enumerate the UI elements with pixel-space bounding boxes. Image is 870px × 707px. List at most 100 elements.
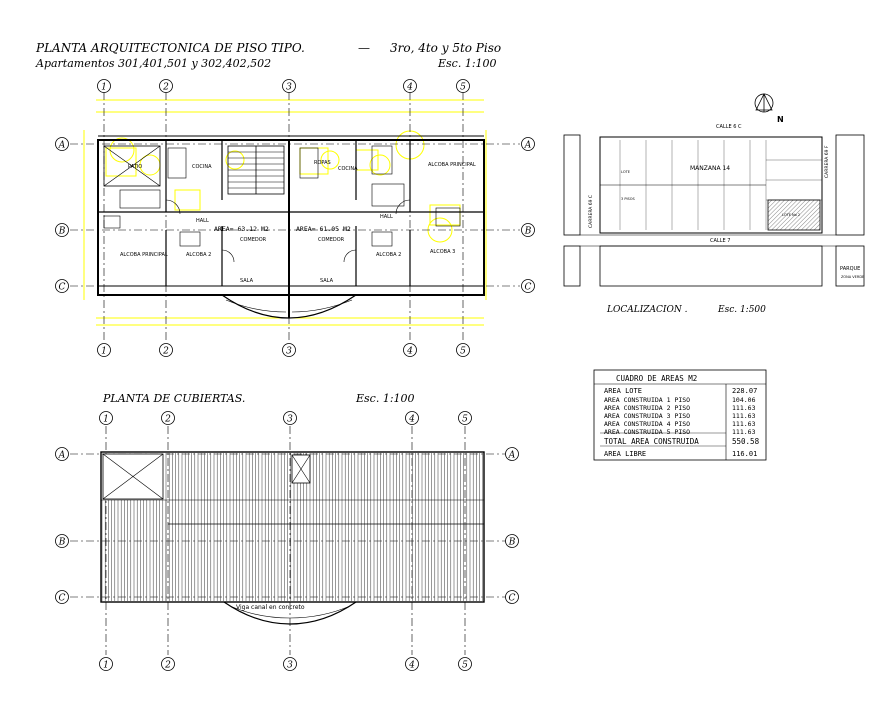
axis-label-2-bottom: 2 [162, 347, 169, 357]
roof-axis-bubble-4-bottom [405, 657, 419, 671]
manzana-label: MANZANA 14 [690, 165, 730, 172]
axis-bubble-3-top [282, 79, 296, 93]
roof-axis-label-c-right: C [509, 594, 516, 604]
axis-label-c-right: C [525, 283, 532, 293]
roof-axis-label-b-right: B [508, 538, 516, 548]
roof-axis-label-2-top: 2 [164, 415, 171, 425]
area-table-label: AREA LOTE [604, 387, 642, 395]
room-cocina-right: COCINA [338, 166, 358, 172]
roof-axis-label-3-bottom: 3 [287, 661, 293, 671]
axis-labels-tipo: 1 2 3 4 5 1 2 3 4 5 A B C A B C [58, 83, 532, 357]
axis-label-a-right: A [524, 141, 532, 151]
axis-bubble-1-bottom [97, 343, 111, 357]
axis-label-2-top: 2 [162, 83, 169, 93]
area-table-value: 111.63 [732, 404, 756, 412]
room-sala-right: SALA [320, 278, 334, 284]
roof-axis-label-1-bottom: 1 [103, 661, 109, 671]
pisos-label: 3 PISOS [621, 197, 635, 201]
area-table-label: AREA CONSTRUIDA 2 PISO [604, 404, 690, 412]
axis-bubble-5-top [456, 79, 470, 93]
plan-tipo-title-block: PLANTA ARQUITECTONICA DE PISO TIPO. — 3r… [35, 41, 501, 70]
axis-label-3-bottom: 3 [286, 347, 292, 357]
axis-bubbles-roof [55, 411, 519, 671]
roof-axis-bubble-1-top [99, 411, 113, 425]
axis-label-b-right: B [524, 227, 532, 237]
roof-plan-title-block: PLANTA DE CUBIERTAS. Esc. 1:100 [102, 392, 415, 405]
grid-lines-roof [70, 426, 510, 655]
area-table-label: AREA CONSTRUIDA 4 PISO [604, 420, 690, 428]
roof-axis-bubble-b-right [505, 534, 519, 548]
axis-bubble-3-bottom [282, 343, 296, 357]
roof-axis-bubble-5-top [458, 411, 472, 425]
axis-label-5-bottom: 5 [460, 347, 466, 357]
parque-label: PARQUE [840, 266, 860, 272]
axis-bubble-c-right [521, 279, 535, 293]
room-cocina-left: COCINA [192, 164, 212, 170]
area-table-label: AREA CONSTRUIDA 3 PISO [604, 412, 690, 420]
axis-bubble-4-bottom [403, 343, 417, 357]
area-table-value: 111.63 [732, 428, 756, 436]
area-table-value: 228.07 [732, 387, 757, 395]
carrera-right-label: CARRERA 69 F [824, 145, 830, 178]
roof-plan: Viga canal en concreto 1 2 3 4 5 1 [55, 411, 519, 671]
plan-tipo-apartments: Apartamentos 301,401,501 y 302,402,502 [35, 57, 271, 70]
axis-bubble-b-right [521, 223, 535, 237]
roof-axis-label-4-top: 4 [408, 415, 415, 425]
roof-plan-title: PLANTA DE CUBIERTAS. [102, 392, 245, 405]
room-sala-left: SALA [240, 278, 254, 284]
roof-axis-label-5-bottom: 5 [462, 661, 468, 671]
area-table-title: CUADRO DE AREAS M2 [616, 374, 697, 383]
walls-tipo [97, 135, 485, 319]
axis-bubble-2-bottom [159, 343, 173, 357]
axis-label-b-left: B [58, 227, 66, 237]
roof-axis-bubble-a-right [505, 447, 519, 461]
roof-axis-label-a-left: A [58, 451, 66, 461]
localizacion-title: LOCALIZACION . [606, 305, 688, 315]
room-hall-left: HALL [196, 218, 209, 224]
north-arrow-icon [754, 93, 774, 113]
room-labels-tipo: PATIO COCINA ROPAS COCINA ALCOBA PRINCIP… [120, 160, 476, 284]
axis-bubble-2-top [159, 79, 173, 93]
area-table-label: TOTAL AREA CONSTRUIDA [604, 437, 699, 446]
roof-axis-bubble-b-left [55, 534, 69, 548]
room-alcoba2-left: ALCOBA 2 [186, 252, 211, 258]
roof-axis-label-2-bottom: 2 [164, 661, 171, 671]
axis-label-c-left: C [59, 283, 66, 293]
roof-axis-bubble-3-top [283, 411, 297, 425]
axis-label-a-left: A [58, 141, 66, 151]
axis-label-5-top: 5 [460, 83, 466, 93]
area-left: AREA= 63.12 M2 [214, 225, 269, 233]
axis-label-3-top: 3 [286, 83, 292, 93]
area-table-label: AREA CONSTRUIDA 1 PISO [604, 396, 690, 404]
room-alcoba2-right: ALCOBA 2 [376, 252, 401, 258]
plan-tipo-title-dash: — [358, 41, 370, 55]
area-table-value: 111.63 [732, 420, 756, 428]
area-table-label: AREA CONSTRUIDA 5 PISO [604, 428, 690, 436]
roof-axis-label-a-right: A [508, 451, 516, 461]
area-right: AREA= 61.05 M2 [296, 225, 351, 233]
axis-labels-roof: 1 2 3 4 5 1 2 3 4 5 A B C A B C [58, 415, 516, 671]
roof-axis-bubble-5-bottom [458, 657, 472, 671]
axis-label-1-bottom: 1 [101, 347, 107, 357]
room-hall-right: HALL [380, 214, 393, 220]
floor-plan-tipo: PATIO COCINA ROPAS COCINA ALCOBA PRINCIP… [55, 79, 535, 357]
roof-axis-bubble-a-left [55, 447, 69, 461]
area-table-value: 116.01 [732, 450, 757, 458]
area-table-value: 550.58 [732, 437, 760, 446]
room-ropas: ROPAS [314, 160, 331, 166]
lote-label: LOTE [621, 170, 630, 174]
roof-axis-label-1-top: 1 [103, 415, 109, 425]
axis-bubble-a-left [55, 137, 69, 151]
axis-label-4-top: 4 [406, 83, 413, 93]
plan-tipo-floors: 3ro, 4to y 5to Piso [390, 41, 501, 55]
lote-n-label: LOTE No 2 [782, 213, 800, 217]
north-label: N [777, 115, 784, 124]
roof-axis-bubble-c-left [55, 590, 69, 604]
plan-tipo-title: PLANTA ARQUITECTONICA DE PISO TIPO. [35, 41, 305, 55]
area-table-label: AREA LIBRE [604, 450, 646, 458]
roof-axis-bubble-2-bottom [161, 657, 175, 671]
axis-label-4-bottom: 4 [406, 347, 413, 357]
